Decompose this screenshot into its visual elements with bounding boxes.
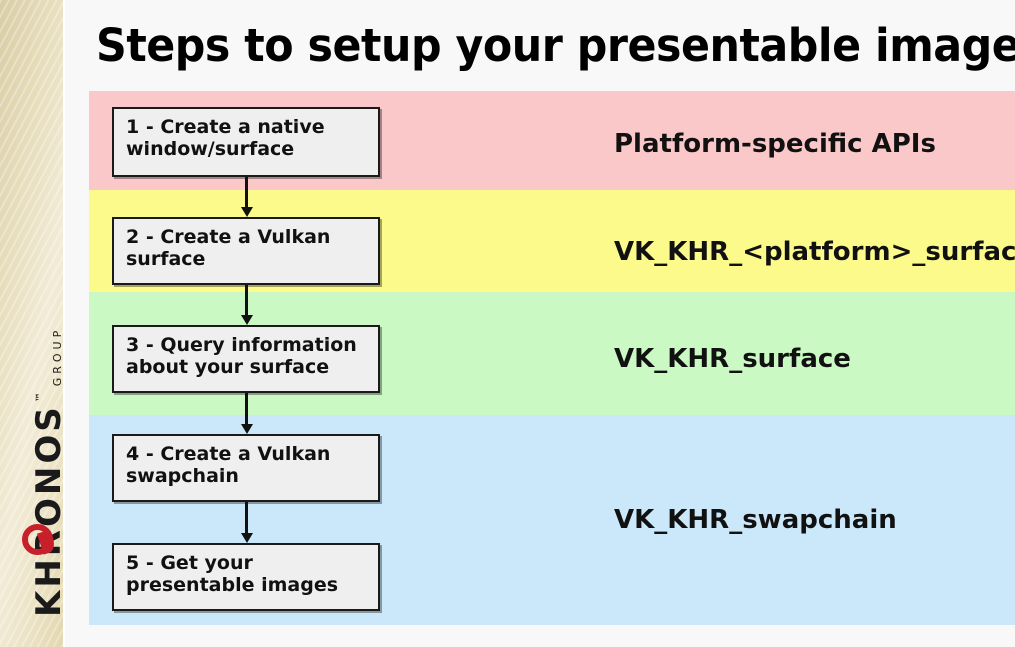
- trademark-symbol: ™: [35, 392, 46, 403]
- api-label-vk-khr-surface: VK_KHR_surface: [614, 344, 851, 374]
- flow-step-4[interactable]: 4 - Create a Vulkan swapchain: [112, 434, 380, 502]
- page-title: Steps to setup your presentable images: [96, 19, 1015, 72]
- khronos-ring-icon: [22, 524, 53, 555]
- flow-step-5[interactable]: 5 - Get your presentable images: [112, 543, 380, 611]
- flow-step-3[interactable]: 3 - Query information about your surface: [112, 325, 380, 393]
- sidebar-divider: [63, 0, 65, 647]
- khronos-wordmark: KHRONOS: [29, 404, 69, 617]
- flow-step-2[interactable]: 2 - Create a Vulkan surface: [112, 217, 380, 285]
- arrow-step-1-to-2: [240, 177, 253, 217]
- api-label-platform-specific: Platform-specific APIs: [614, 129, 936, 159]
- flow-step-1[interactable]: 1 - Create a native window/surface: [112, 107, 380, 177]
- brand-sidebar: KHRONOS ™ GROUP: [0, 0, 69, 647]
- khronos-group-logo: KHRONOS ™ GROUP: [20, 327, 69, 617]
- arrow-step-3-to-4: [240, 393, 253, 434]
- api-label-vk-khr-platform-surface: VK_KHR_<platform>_surface: [614, 237, 1015, 267]
- api-label-vk-khr-swapchain: VK_KHR_swapchain: [614, 505, 897, 535]
- arrow-step-2-to-3: [240, 285, 253, 325]
- arrow-step-4-to-5: [240, 502, 253, 543]
